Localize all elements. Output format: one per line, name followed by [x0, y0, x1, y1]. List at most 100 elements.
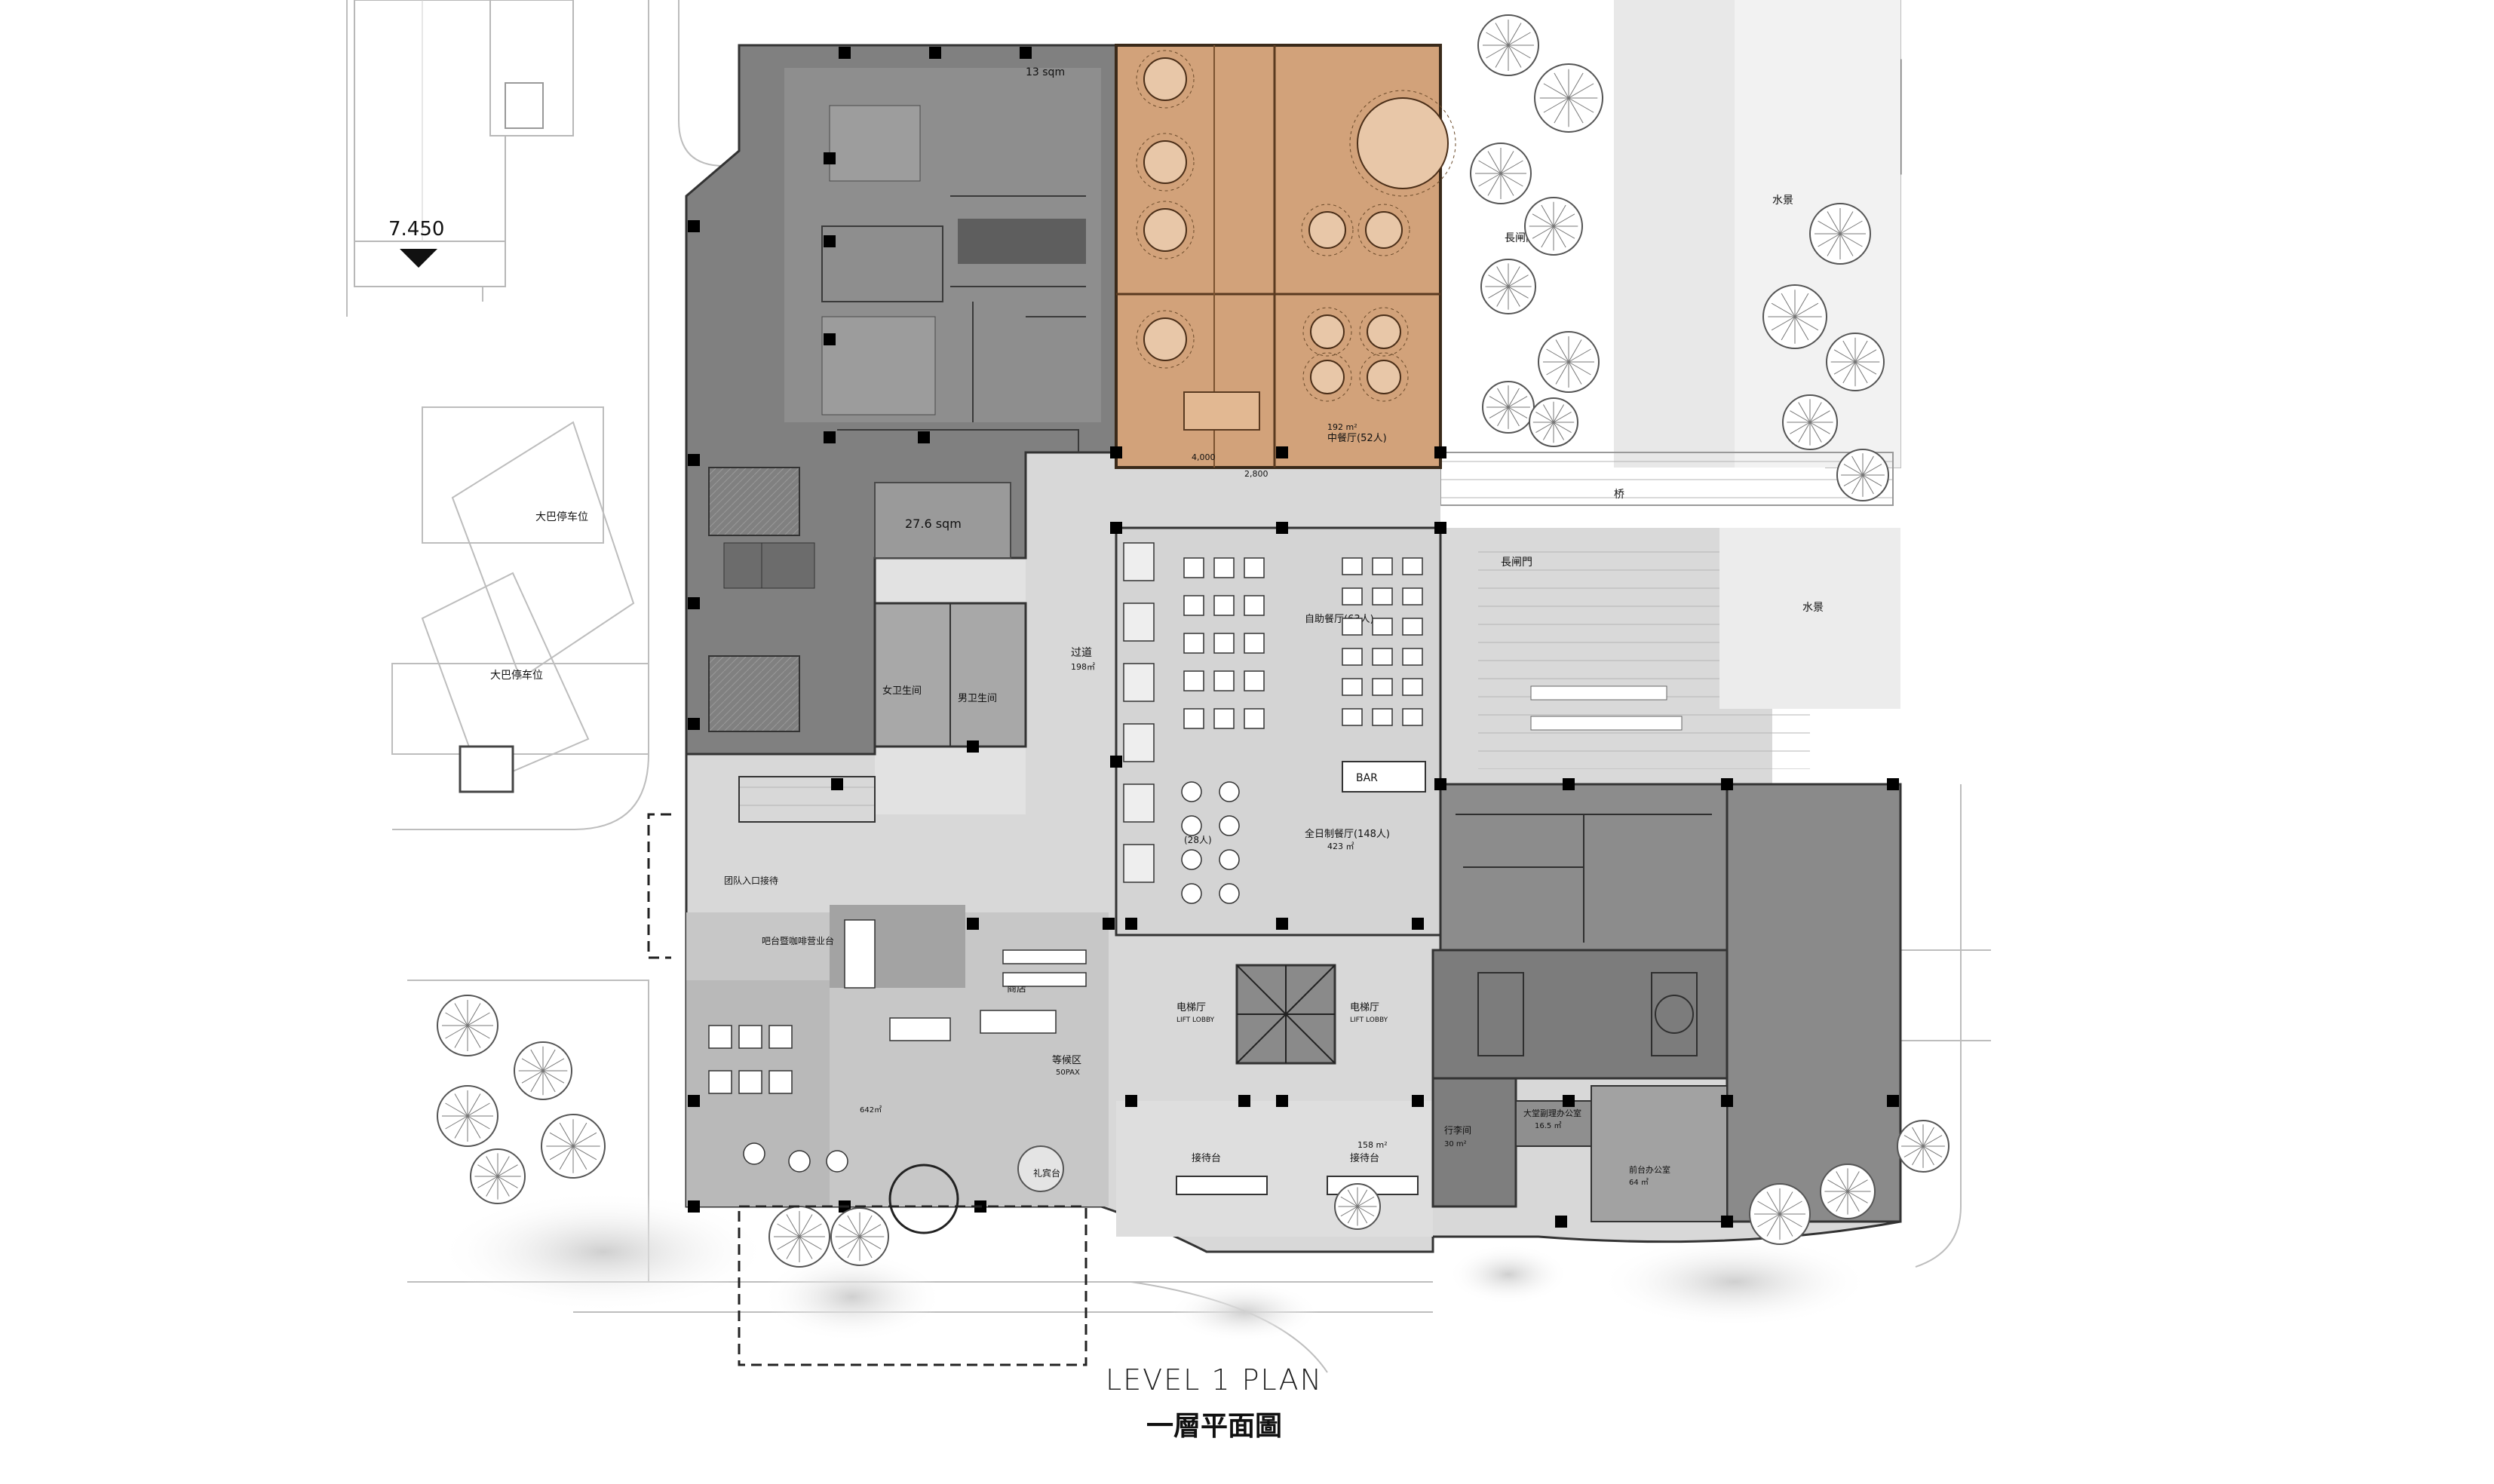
- lounge-area: 642㎡: [860, 1105, 882, 1115]
- column: [839, 47, 851, 59]
- tree: [437, 1085, 498, 1147]
- round-table: [1143, 208, 1187, 252]
- dining-table: [1372, 618, 1393, 636]
- tree-branch: [1508, 32, 1531, 46]
- column: [1887, 1095, 1899, 1107]
- dining-table: [1402, 708, 1423, 726]
- tree-branch: [1818, 233, 1841, 247]
- tree-branch: [1922, 1135, 1943, 1147]
- bridge-label: 桥: [1614, 489, 1624, 501]
- booth: [1123, 602, 1155, 642]
- column: [831, 778, 843, 790]
- column: [1434, 522, 1446, 534]
- tree-branch: [777, 1236, 800, 1250]
- tree-branch: [1757, 1213, 1781, 1228]
- tree-branch: [1508, 266, 1520, 287]
- tree-branch: [1922, 1127, 1934, 1147]
- column: [1434, 778, 1446, 790]
- lounge-chair: [738, 1070, 762, 1094]
- tree-branch: [1839, 211, 1854, 235]
- tree-branch: [559, 1122, 574, 1147]
- lounge-chair: [768, 1070, 793, 1094]
- tree-branch: [786, 1214, 800, 1237]
- column: [688, 718, 700, 730]
- sofa: [1002, 949, 1087, 964]
- tree-branch: [1781, 316, 1796, 341]
- dining-table: [1181, 883, 1202, 904]
- column: [1563, 778, 1575, 790]
- bus-parking-label-2: 大巴停车位: [490, 669, 543, 682]
- tree: [1482, 381, 1535, 434]
- dining-table: [1402, 557, 1423, 575]
- trees: [437, 14, 1949, 1268]
- dim-4000: 4,000: [1192, 452, 1216, 462]
- tree-branch: [1781, 293, 1796, 317]
- column: [1721, 1095, 1733, 1107]
- tree-branch: [1809, 402, 1822, 423]
- tree-branch: [1568, 97, 1594, 113]
- lounge-chair: [708, 1070, 732, 1094]
- booth: [1123, 663, 1155, 702]
- tree-branch: [1790, 422, 1811, 434]
- water-feature-label-1: 水景: [1772, 195, 1793, 207]
- tree-branch: [1495, 44, 1509, 68]
- column: [1110, 522, 1122, 534]
- tree-branch: [1568, 83, 1594, 99]
- sofa: [1002, 972, 1087, 987]
- column: [1276, 918, 1288, 930]
- tree-branch: [1553, 204, 1566, 227]
- tree-branch: [1912, 1127, 1924, 1147]
- tree-branch: [467, 1093, 481, 1117]
- tree: [1809, 203, 1871, 265]
- dim-2800: 2,800: [1244, 469, 1268, 479]
- tree-branch: [1809, 422, 1822, 443]
- tree-branch: [497, 1176, 510, 1197]
- chinese-restaurant-label: 中餐厅(52人): [1327, 432, 1387, 444]
- round-table: [1310, 314, 1345, 349]
- tree: [1826, 333, 1885, 391]
- tree: [514, 1041, 572, 1100]
- tree-branch: [1553, 404, 1565, 423]
- dining-table: [1213, 670, 1235, 691]
- tree-branch: [542, 1070, 556, 1093]
- column: [824, 235, 836, 247]
- tree-branch: [1555, 361, 1569, 385]
- dining-table: [1342, 708, 1363, 726]
- area-27-label: 27.6 sqm: [905, 517, 962, 531]
- dining-table: [1183, 557, 1204, 578]
- tree-branch: [1842, 340, 1856, 363]
- tree-branch: [1568, 361, 1591, 376]
- tree-branch: [1862, 474, 1874, 495]
- tree-branch: [477, 1176, 498, 1188]
- tree-branch: [1847, 1171, 1860, 1192]
- tree-branch: [542, 1058, 565, 1072]
- tree-branch: [1779, 1200, 1802, 1215]
- tree-branch: [445, 1115, 468, 1130]
- tree-branch: [1500, 173, 1514, 196]
- sofa: [844, 919, 876, 989]
- lift-lobby-1-en: LIFT LOBBY: [1176, 1016, 1215, 1024]
- dining-table: [1181, 781, 1202, 802]
- front-office-area: 64 ㎡: [1629, 1178, 1649, 1187]
- tree-branch: [572, 1145, 587, 1170]
- tree-branch: [467, 1003, 481, 1026]
- tree-branch: [572, 1132, 597, 1147]
- dining-table: [1213, 708, 1235, 729]
- tree-branch: [859, 1236, 873, 1259]
- column: [1555, 1216, 1567, 1228]
- tree-branch: [777, 1223, 800, 1237]
- tree: [768, 1206, 830, 1268]
- chair-ring: [1136, 50, 1195, 109]
- tree-branch: [1496, 286, 1509, 307]
- tree: [1480, 259, 1536, 314]
- tree-branch: [1496, 266, 1509, 287]
- all-day-dining-area: 423 ㎡: [1327, 842, 1354, 851]
- tree-branch: [1766, 1191, 1781, 1215]
- tree-branch: [1903, 1135, 1924, 1147]
- tree-branch: [1862, 464, 1882, 476]
- tree-branch: [847, 1236, 860, 1259]
- dining-table: [1213, 633, 1235, 654]
- dining-table: [1244, 708, 1265, 729]
- tree-branch: [1357, 1189, 1368, 1207]
- tree-branch: [454, 1003, 468, 1026]
